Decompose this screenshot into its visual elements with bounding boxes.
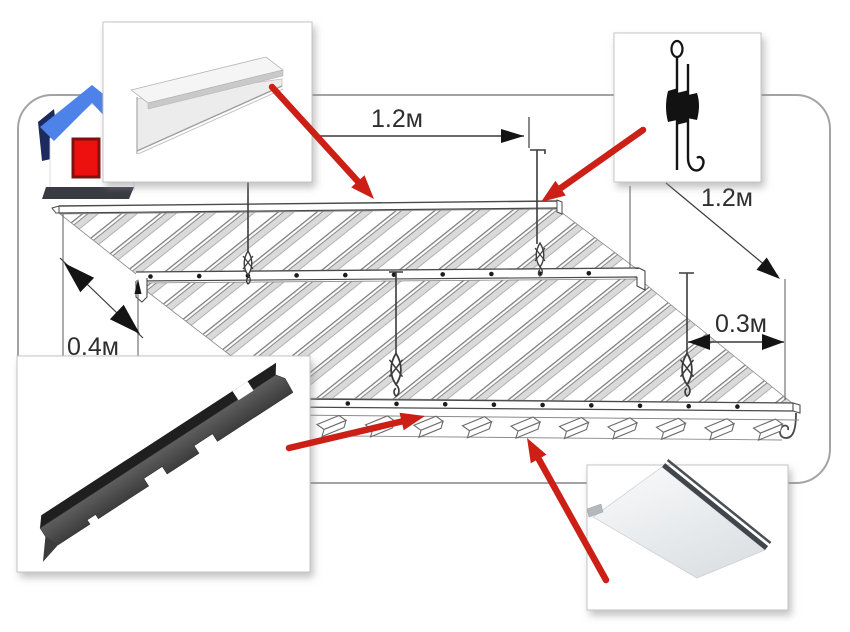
dim-arrowhead	[688, 334, 710, 350]
hanger-wires	[247, 149, 694, 353]
carrier-lower-flange	[286, 414, 800, 421]
dimensions: 1.2м 1.2м 0.3м 0.4м	[59, 105, 786, 400]
dim-arrowhead	[762, 334, 784, 350]
hanger-3-wire	[389, 271, 403, 353]
carrier-bottom-lip	[344, 435, 783, 441]
dim-label-diagonal: 1.2м	[701, 184, 753, 212]
logo-base	[42, 187, 134, 199]
logo-roof	[40, 85, 122, 141]
pointer-arrows	[268, 83, 647, 584]
arrow-wall-angle	[268, 83, 374, 199]
stringer-2-front-carrier	[284, 398, 801, 441]
stringer-2-end-hook	[779, 412, 797, 439]
spring-clip-barrel	[666, 88, 699, 125]
dim-tick-arrow	[134, 279, 142, 294]
perimeter-angle-rail	[51, 199, 563, 215]
stringer-1	[135, 267, 646, 303]
dim-diagonal-stringer-spacing: 1.2м	[629, 182, 780, 279]
slat-field-upper	[58, 208, 640, 275]
hanger-4-wire	[679, 272, 694, 353]
dim-right-hanger-offset: 0.3м	[688, 279, 786, 400]
arrow-spring-hanger	[541, 126, 647, 202]
hanger-2-wire	[530, 149, 546, 244]
ceiling-panel-icon	[586, 459, 772, 579]
arrow-carrier-stringer	[285, 412, 425, 452]
dim-arrowhead	[756, 257, 780, 279]
ceiling-isometric-drawing	[51, 149, 801, 441]
stringer-1-holes	[148, 271, 592, 279]
carrier-stringer-icon	[39, 362, 294, 562]
wall-angle-profile-icon	[130, 56, 284, 155]
spring-hanger-icon	[666, 39, 705, 172]
dim-label-right: 0.3м	[715, 310, 767, 338]
stringer-1-right-endcap	[636, 267, 646, 291]
stringer-2-holes	[345, 401, 740, 409]
dim-arrowhead	[501, 129, 524, 143]
arrow-ceiling-panel	[527, 438, 610, 584]
diagram-frame	[17, 94, 831, 484]
dim-arrowhead	[64, 263, 95, 293]
dim-label-top: 1.2м	[371, 105, 423, 133]
dim-arrowhead	[109, 304, 140, 334]
logo-door	[71, 137, 101, 179]
dim-top-hanger-spacing: 1.2м	[312, 105, 530, 148]
